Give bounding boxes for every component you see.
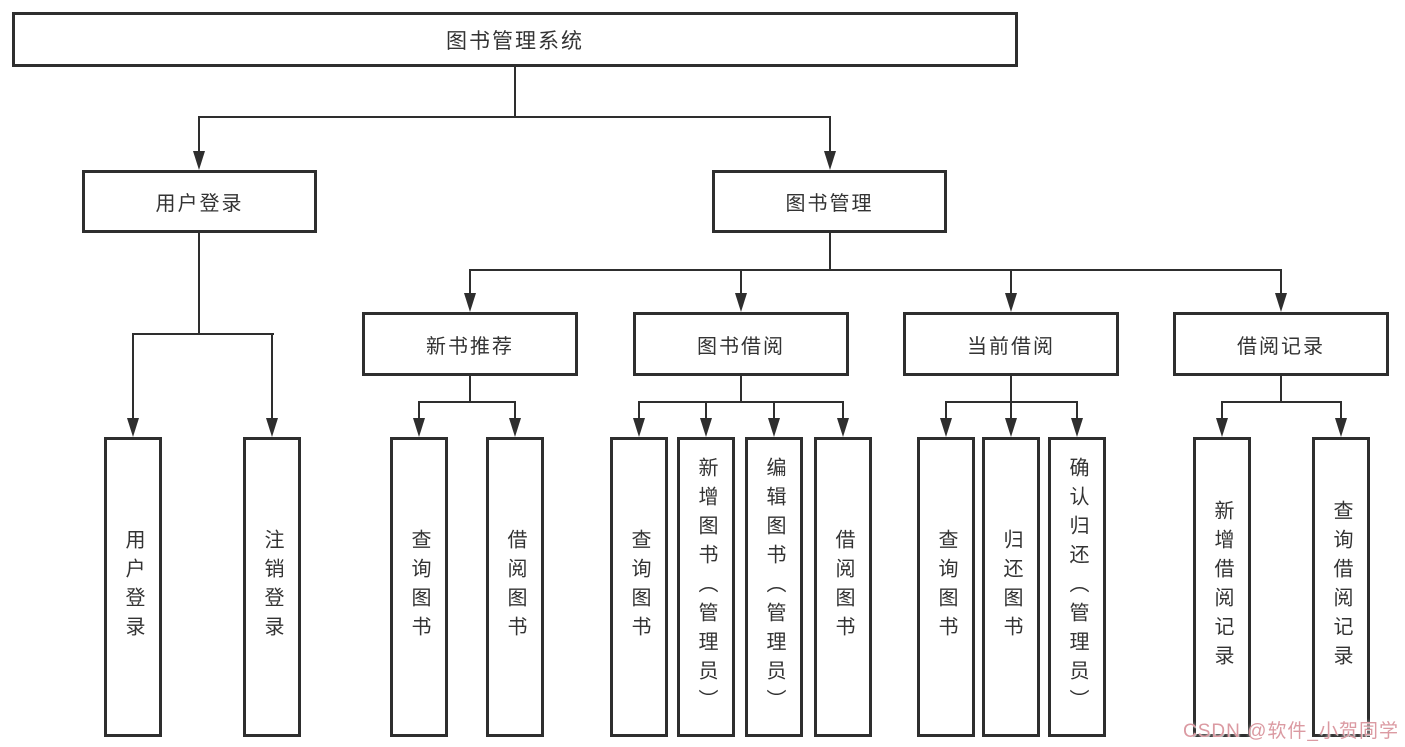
connector-drop-record-add bbox=[1221, 401, 1223, 418]
leaf-newrec-query-book: 查询图书 bbox=[390, 437, 448, 737]
leaf-borrow-edit-book-admin: 编辑图书（管理员） bbox=[745, 437, 803, 737]
connector-drop-current-confirm bbox=[1076, 401, 1078, 418]
leaf-user-login: 用户登录 bbox=[104, 437, 162, 737]
leaf-borrow-query-book: 查询图书 bbox=[610, 437, 668, 737]
connector-level2-hsplit bbox=[198, 116, 831, 118]
arrow-to-book-borrow bbox=[735, 293, 747, 312]
node-book-borrow-label: 图书借阅 bbox=[697, 335, 785, 358]
connector-user-login-hsplit bbox=[132, 333, 274, 335]
arrow-to-user-login bbox=[193, 151, 205, 170]
arrow-to-book-management bbox=[824, 151, 836, 170]
node-book-management-label: 图书管理 bbox=[785, 193, 874, 215]
arrow-to-borrow-record bbox=[1275, 293, 1287, 312]
connector-newrec-hsplit bbox=[418, 401, 516, 403]
arrow-to-leaf-logout bbox=[266, 418, 278, 437]
arrow-to-current-query bbox=[940, 418, 952, 437]
arrow-to-newrec-query bbox=[413, 418, 425, 437]
arrow-to-borrow-edit bbox=[768, 418, 780, 437]
connector-user-login-trunk bbox=[198, 233, 200, 335]
connector-drop-record-query bbox=[1340, 401, 1342, 418]
leaf-newrec-borrow-book: 借阅图书 bbox=[486, 437, 544, 737]
connector-drop-current-return bbox=[1010, 401, 1012, 418]
arrow-to-borrow-borrow bbox=[837, 418, 849, 437]
connector-book-management-trunk bbox=[829, 233, 831, 271]
connector-drop-current-borrow bbox=[1010, 269, 1012, 293]
leaf-borrow-add-book-admin: 新增图书（管理员） bbox=[677, 437, 735, 737]
arrow-to-leaf-user-login bbox=[127, 418, 139, 437]
leaf-record-query-borrow-record: 查询借阅记录 bbox=[1312, 437, 1370, 737]
node-root-system: 图书管理系统 bbox=[12, 12, 1018, 67]
leaf-record-add-borrow-record: 新增借阅记录 bbox=[1193, 437, 1251, 737]
node-book-borrow: 图书借阅 bbox=[633, 312, 849, 376]
connector-drop-newrec-borrow bbox=[514, 401, 516, 418]
connector-level3-hsplit bbox=[469, 269, 1282, 271]
connector-newrec-trunk bbox=[469, 376, 471, 403]
node-current-borrow: 当前借阅 bbox=[903, 312, 1119, 376]
connector-drop-borrow-query bbox=[638, 401, 640, 418]
node-new-book-recommend-label: 新书推荐 bbox=[426, 335, 514, 358]
node-user-login: 用户登录 bbox=[82, 170, 317, 233]
arrow-to-borrow-query bbox=[633, 418, 645, 437]
connector-drop-borrow-borrow bbox=[842, 401, 844, 418]
node-borrow-record: 借阅记录 bbox=[1173, 312, 1389, 376]
node-borrow-record-label: 借阅记录 bbox=[1237, 335, 1325, 358]
connector-current-trunk bbox=[1010, 376, 1012, 403]
node-book-management: 图书管理 bbox=[712, 170, 947, 233]
connector-record-hsplit bbox=[1221, 401, 1342, 403]
leaf-current-confirm-return-admin: 确认归还（管理员） bbox=[1048, 437, 1106, 737]
connector-drop-borrow-add bbox=[705, 401, 707, 418]
connector-drop-new-book-recommend bbox=[469, 269, 471, 293]
arrow-to-new-book-recommend bbox=[464, 293, 476, 312]
connector-drop-book-management bbox=[829, 116, 831, 152]
node-current-borrow-label: 当前借阅 bbox=[967, 335, 1055, 358]
connector-drop-book-borrow bbox=[740, 269, 742, 293]
arrow-to-record-query bbox=[1335, 418, 1347, 437]
leaf-current-query-book: 查询图书 bbox=[917, 437, 975, 737]
connector-record-trunk bbox=[1280, 376, 1282, 403]
node-new-book-recommend: 新书推荐 bbox=[362, 312, 578, 376]
connector-drop-borrow-edit bbox=[773, 401, 775, 418]
connector-drop-leaf-user-login bbox=[132, 333, 134, 418]
connector-drop-newrec-query bbox=[418, 401, 420, 418]
csdn-watermark: CSDN @软件_小贺同学 bbox=[1183, 721, 1399, 742]
leaf-logout-login: 注销登录 bbox=[243, 437, 301, 737]
node-user-login-label: 用户登录 bbox=[155, 193, 244, 215]
connector-borrow-hsplit bbox=[638, 401, 844, 403]
arrow-to-current-confirm bbox=[1071, 418, 1083, 437]
arrow-to-newrec-borrow bbox=[509, 418, 521, 437]
arrow-to-record-add bbox=[1216, 418, 1228, 437]
arrow-to-current-borrow bbox=[1005, 293, 1017, 312]
connector-drop-current-query bbox=[945, 401, 947, 418]
leaf-current-return-book: 归还图书 bbox=[982, 437, 1040, 737]
connector-drop-borrow-record bbox=[1280, 269, 1282, 293]
connector-borrow-trunk bbox=[740, 376, 742, 403]
node-root-label: 图书管理系统 bbox=[446, 29, 584, 53]
connector-root-trunk bbox=[514, 67, 516, 117]
arrow-to-borrow-add bbox=[700, 418, 712, 437]
arrow-to-current-return bbox=[1005, 418, 1017, 437]
connector-drop-user-login bbox=[198, 116, 200, 152]
leaf-borrow-borrow-book: 借阅图书 bbox=[814, 437, 872, 737]
connector-drop-leaf-logout bbox=[271, 333, 273, 418]
